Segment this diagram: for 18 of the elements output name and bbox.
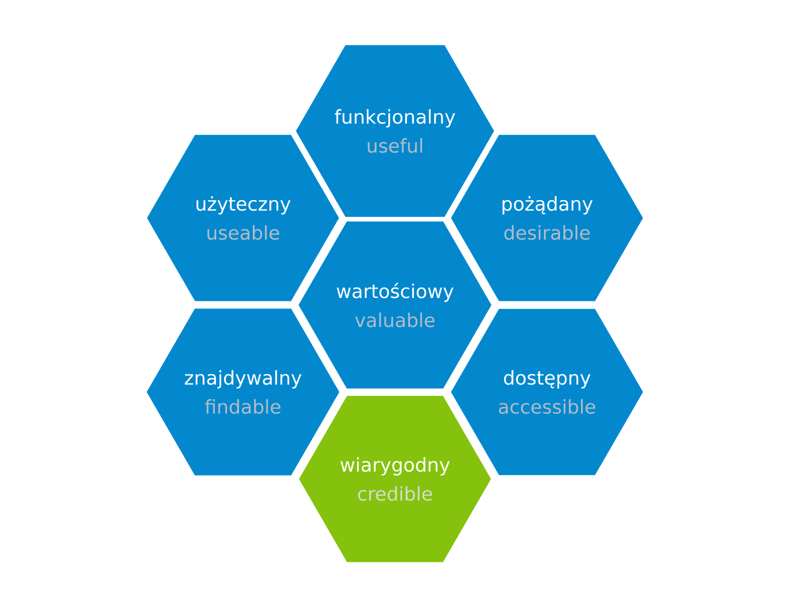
hexagon-tile (451, 308, 643, 476)
term-text: znajdywalny (184, 370, 302, 389)
translation-text: credible (358, 486, 432, 501)
term-text: funkcjonalny (334, 109, 456, 128)
translation-text: useable (207, 225, 280, 240)
translation-text: valuable (355, 312, 434, 328)
hexagon-tile (146, 308, 340, 476)
hexagon-tile (296, 45, 494, 217)
translation-text: findable (205, 399, 280, 414)
term-text: pożądany (502, 196, 593, 215)
translation-text: accessible (498, 399, 596, 414)
term-text: użyteczny (196, 196, 290, 215)
translation-text: desirable (504, 225, 590, 240)
translation-text: useful (368, 138, 422, 153)
term-text: wartościowy (336, 282, 454, 302)
term-text: wiarygodny (340, 457, 450, 476)
hexagon-tile (299, 396, 491, 562)
term-text: dostępny (504, 370, 590, 389)
